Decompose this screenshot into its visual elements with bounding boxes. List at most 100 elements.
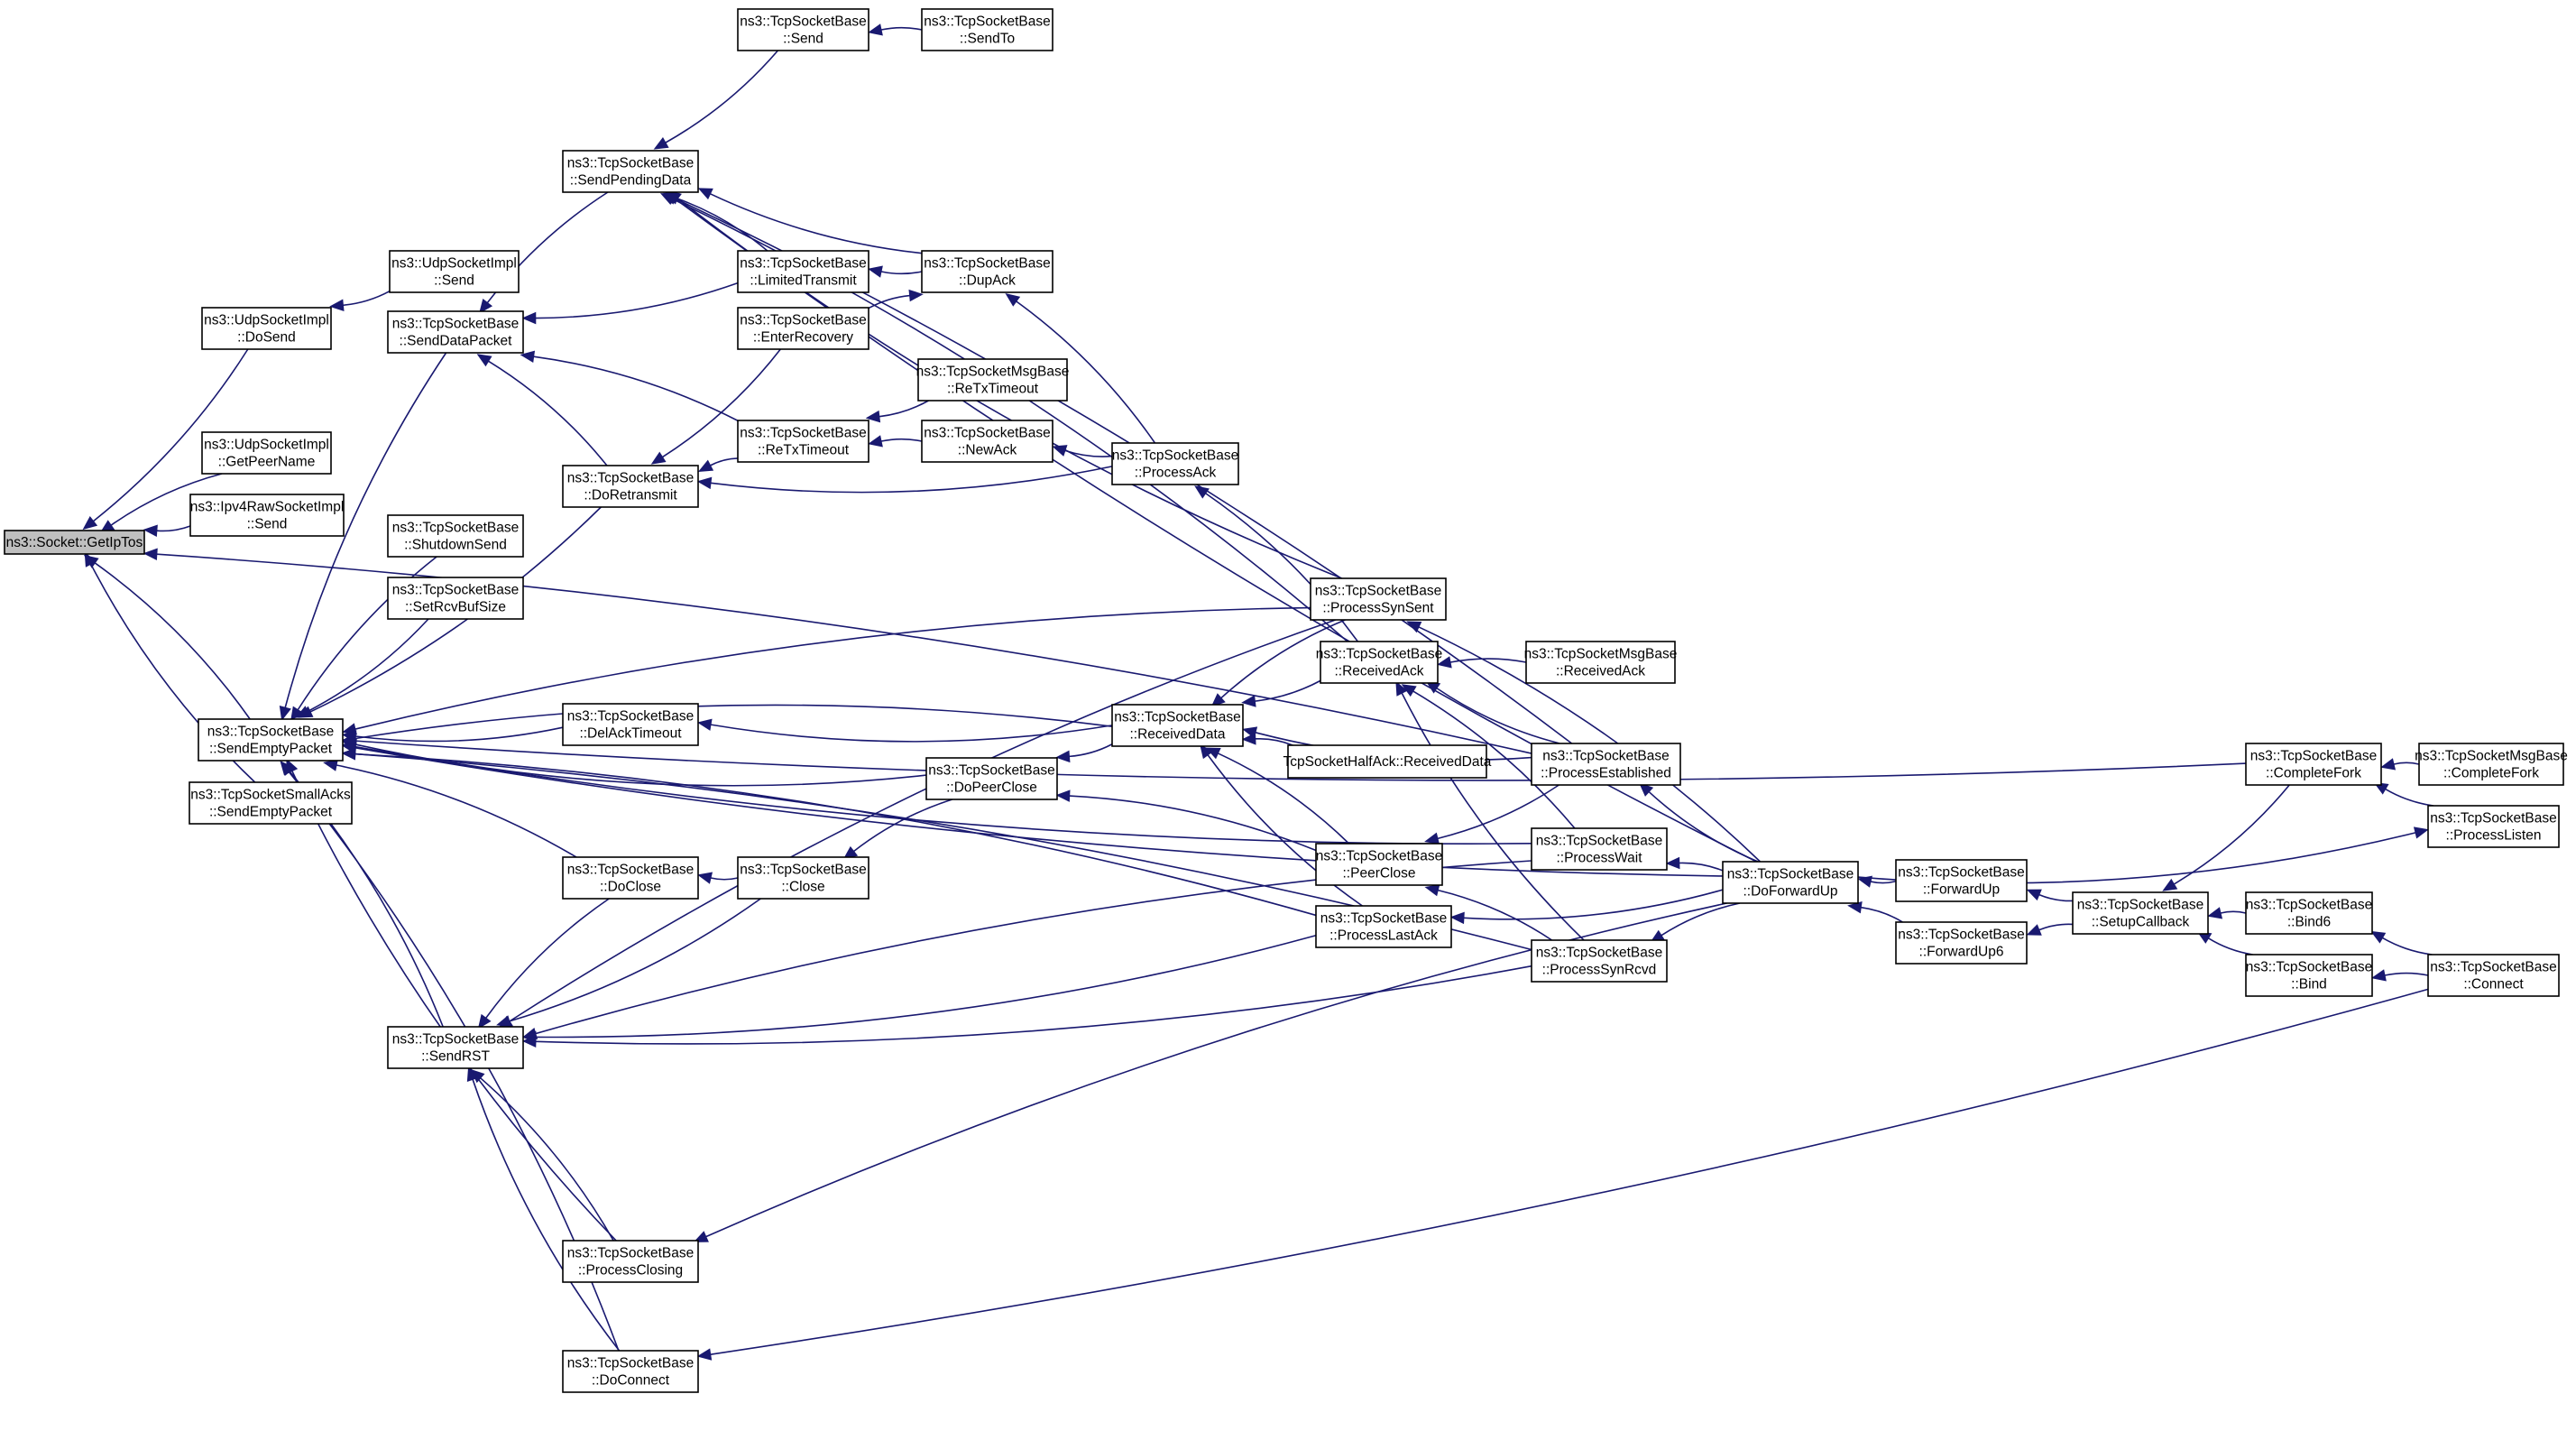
node-processclosing[interactable]: ns3::TcpSocketBase::ProcessClosing — [562, 1240, 699, 1283]
node-udp_send[interactable]: ns3::UdpSocketImpl::Send — [389, 250, 520, 293]
node-smallacks_sendempty[interactable]: ns3::TcpSocketSmallAcks::SendEmptyPacket — [189, 781, 353, 825]
node-box[interactable] — [737, 856, 869, 900]
edge-arrowhead — [341, 742, 357, 754]
node-udp_dosend[interactable]: ns3::UdpSocketImpl::DoSend — [201, 307, 332, 350]
node-box[interactable] — [737, 8, 869, 51]
node-connect[interactable]: ns3::TcpSocketBase::Connect — [2427, 954, 2560, 997]
node-peerclose[interactable]: ns3::TcpSocketBase::PeerClose — [1315, 843, 1443, 886]
node-box[interactable] — [921, 420, 1053, 463]
node-completefork[interactable]: ns3::TcpSocketBase::CompleteFork — [2245, 743, 2382, 786]
node-box[interactable] — [921, 8, 1053, 51]
node-receiveddata[interactable]: ns3::TcpSocketBase::ReceivedData — [1111, 704, 1244, 747]
node-bind6[interactable]: ns3::TcpSocketBase::Bind6 — [2245, 891, 2373, 935]
node-box[interactable] — [2245, 954, 2373, 997]
node-box[interactable] — [1895, 921, 2028, 965]
node-shutdownsend[interactable]: ns3::TcpSocketBase::ShutdownSend — [387, 514, 524, 558]
node-doforwardup[interactable]: ns3::TcpSocketBase::DoForwardUp — [1722, 861, 1859, 904]
node-box[interactable] — [387, 577, 524, 620]
call-edge — [93, 348, 249, 522]
node-sendto[interactable]: ns3::TcpSocketBase::SendTo — [921, 8, 1053, 51]
node-box[interactable] — [562, 150, 699, 193]
node-box[interactable] — [2245, 743, 2382, 786]
node-box[interactable] — [562, 856, 699, 900]
node-box[interactable] — [189, 494, 345, 537]
node-box[interactable] — [921, 250, 1053, 293]
node-doclose[interactable]: ns3::TcpSocketBase::DoClose — [562, 856, 699, 900]
node-box[interactable] — [389, 250, 520, 293]
node-ipv4raw_send[interactable]: ns3::Ipv4RawSocketImpl::Send — [189, 494, 345, 537]
node-label: ns3::TcpSocketBase — [1542, 749, 1669, 764]
node-forwardup[interactable]: ns3::TcpSocketBase::ForwardUp — [1895, 859, 2028, 902]
node-doretransmit[interactable]: ns3::TcpSocketBase::DoRetransmit — [562, 465, 699, 508]
node-msg_receivedack[interactable]: ns3::TcpSocketMsgBase::ReceivedAck — [1524, 641, 1678, 684]
node-box[interactable] — [562, 1350, 699, 1393]
node-dupack[interactable]: ns3::TcpSocketBase::DupAck — [921, 250, 1053, 293]
node-box[interactable] — [4, 530, 145, 555]
node-send[interactable]: ns3::TcpSocketBase::Send — [737, 8, 869, 51]
node-box[interactable] — [1320, 641, 1439, 684]
node-processack[interactable]: ns3::TcpSocketBase::ProcessAck — [1111, 442, 1239, 485]
node-msg_completefork[interactable]: ns3::TcpSocketMsgBase::CompleteFork — [2415, 743, 2568, 786]
node-box[interactable] — [562, 1240, 699, 1283]
node-box[interactable] — [1111, 442, 1239, 485]
node-limitedtransmit[interactable]: ns3::TcpSocketBase::LimitedTransmit — [737, 250, 869, 293]
node-enterrecovery[interactable]: ns3::TcpSocketBase::EnterRecovery — [737, 307, 869, 350]
node-retxtimeout[interactable]: ns3::TcpSocketBase::ReTxTimeout — [737, 420, 869, 463]
node-processwait[interactable]: ns3::TcpSocketBase::ProcessWait — [1531, 827, 1668, 871]
node-senddatapacket[interactable]: ns3::TcpSocketBase::SendDataPacket — [387, 310, 524, 354]
node-box[interactable] — [925, 757, 1058, 800]
node-processsynsent[interactable]: ns3::TcpSocketBase::ProcessSynSent — [1310, 577, 1447, 621]
node-box[interactable] — [2427, 954, 2560, 997]
edge-arrowhead — [295, 706, 311, 718]
node-udp_getpeername[interactable]: ns3::UdpSocketImpl::GetPeerName — [201, 431, 332, 475]
node-receivedack[interactable]: ns3::TcpSocketBase::ReceivedAck — [1316, 641, 1442, 684]
node-newack[interactable]: ns3::TcpSocketBase::NewAck — [921, 420, 1053, 463]
node-box[interactable] — [1525, 641, 1676, 684]
node-close[interactable]: ns3::TcpSocketBase::Close — [737, 856, 869, 900]
node-forwardup6[interactable]: ns3::TcpSocketBase::ForwardUp6 — [1895, 921, 2028, 965]
node-box[interactable] — [1722, 861, 1859, 904]
node-box[interactable] — [189, 781, 353, 825]
node-box[interactable] — [737, 420, 869, 463]
node-box[interactable] — [1310, 577, 1447, 621]
node-box[interactable] — [2427, 805, 2560, 848]
node-box[interactable] — [1531, 939, 1668, 983]
node-box[interactable] — [2418, 743, 2564, 786]
node-box[interactable] — [387, 514, 524, 558]
node-box[interactable] — [1895, 859, 2028, 902]
node-processlisten[interactable]: ns3::TcpSocketBase::ProcessListen — [2427, 805, 2560, 848]
node-processlastack[interactable]: ns3::TcpSocketBase::ProcessLastAck — [1315, 905, 1452, 948]
node-msg_retxtimeout[interactable]: ns3::TcpSocketMsgBase::ReTxTimeout — [916, 358, 1070, 402]
node-doconnect[interactable]: ns3::TcpSocketBase::DoConnect — [562, 1350, 699, 1393]
node-box[interactable] — [198, 718, 344, 762]
node-delacktimeout[interactable]: ns3::TcpSocketBase::DelAckTimeout — [562, 703, 699, 746]
node-box[interactable] — [737, 250, 869, 293]
node-box[interactable] — [1531, 827, 1668, 871]
node-setrcvbufsize[interactable]: ns3::TcpSocketBase::SetRcvBufSize — [387, 577, 524, 620]
node-box[interactable] — [1531, 743, 1681, 786]
node-halfack_receiveddata[interactable]: TcpSocketHalfAck::ReceivedData — [1283, 744, 1492, 779]
node-box[interactable] — [1111, 704, 1244, 747]
node-box[interactable] — [201, 307, 332, 350]
node-box[interactable] — [387, 310, 524, 354]
node-box[interactable] — [562, 465, 699, 508]
node-sendemptypacket[interactable]: ns3::TcpSocketBase::SendEmptyPacket — [198, 718, 344, 762]
node-processestablished[interactable]: ns3::TcpSocketBase::ProcessEstablished — [1531, 743, 1681, 786]
node-box[interactable] — [1315, 843, 1443, 886]
node-sendpendingdata[interactable]: ns3::TcpSocketBase::SendPendingData — [562, 150, 699, 193]
node-box[interactable] — [2245, 891, 2373, 935]
node-setupcallback[interactable]: ns3::TcpSocketBase::SetupCallback — [2072, 891, 2209, 935]
node-box[interactable] — [737, 307, 869, 350]
node-box[interactable] — [387, 1026, 524, 1069]
node-box[interactable] — [562, 703, 699, 746]
node-box[interactable] — [1287, 744, 1487, 779]
node-box[interactable] — [917, 358, 1068, 402]
node-getiptos[interactable]: ns3::Socket::GetIpTos — [4, 530, 145, 555]
node-box[interactable] — [1315, 905, 1452, 948]
node-box[interactable] — [2072, 891, 2209, 935]
node-sendrst[interactable]: ns3::TcpSocketBase::SendRST — [387, 1026, 524, 1069]
node-dopeerclose[interactable]: ns3::TcpSocketBase::DoPeerClose — [925, 757, 1058, 800]
node-bind[interactable]: ns3::TcpSocketBase::Bind — [2245, 954, 2373, 997]
node-processsynrcvd[interactable]: ns3::TcpSocketBase::ProcessSynRcvd — [1531, 939, 1668, 983]
node-box[interactable] — [201, 431, 332, 475]
